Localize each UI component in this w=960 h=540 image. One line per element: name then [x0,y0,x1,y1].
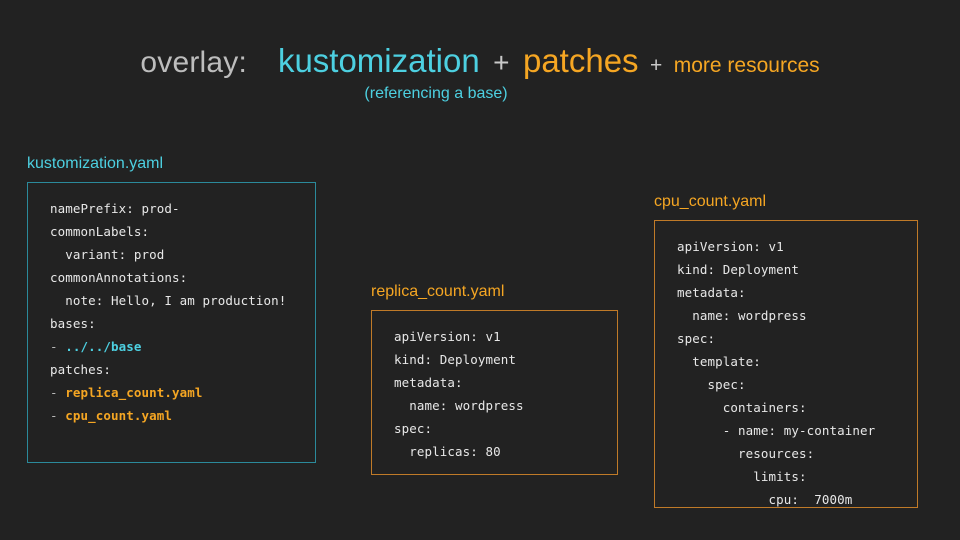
code-line: patches: [50,358,299,381]
code-line: - cpu_count.yaml [50,404,299,427]
code-line: spec: [677,373,901,396]
slide-header: overlay: kustomization + patches + more … [0,44,960,103]
code-token: commonAnnotations: [50,270,188,285]
code-block-kustomization: namePrefix: prod-commonLabels: variant: … [27,182,316,463]
code-token: kind: Deployment [394,352,517,367]
code-token: containers: [677,400,807,415]
code-line: name: wordpress [677,304,901,327]
code-token: - [50,408,66,423]
code-line: - name: my-container [677,419,901,442]
code-token: commonLabels: [50,224,150,239]
panel-kustomization: kustomization.yaml namePrefix: prod-comm… [27,156,316,463]
code-token: limits: [677,469,807,484]
code-token: replicas: 80 [394,444,501,459]
code-line: spec: [394,417,601,440]
code-token: name: wordpress [677,308,807,323]
code-token: - [50,339,66,354]
code-line: limits: [677,465,901,488]
code-line: name: wordpress [394,394,601,417]
panel-cpu-count: cpu_count.yaml apiVersion: v1 kind: Deplo… [654,194,918,508]
header-subtitle: (referencing a base) [364,85,508,102]
code-token: cpu: 7000m [677,492,853,507]
code-line: - ../../base [50,335,299,358]
code-token: variant: prod [50,247,165,262]
code-token: apiVersion: v1 [677,239,784,254]
code-token: spec: [677,331,716,346]
code-line: metadata: [394,371,601,394]
code-line: containers: [677,396,901,419]
code-token: apiVersion: v1 [394,329,501,344]
header-plus-2-icon: + [650,54,663,77]
code-line: apiVersion: v1 [394,325,601,348]
code-line: spec: [677,327,901,350]
header-kustomization-term: kustomization [277,42,480,79]
code-token: - [50,385,66,400]
code-line: cpu: 7000m [677,488,901,511]
code-token: ../../base [65,339,142,354]
panel-kustomization-label: kustomization.yaml [27,155,164,172]
code-token: replica_count.yaml [65,385,203,400]
code-token: resources: [677,446,815,461]
code-token: note: Hello, I am production! [50,293,287,308]
code-line: metadata: [677,281,901,304]
panel-replica-count: replica_count.yaml apiVersion: v1 kind: D… [371,284,618,475]
code-token: cpu_count.yaml [65,408,173,423]
code-token: spec: [677,377,746,392]
code-line: kind: Deployment [677,258,901,281]
code-token: metadata: [394,375,463,390]
code-token: - name: my-container [677,423,876,438]
code-token: kind: Deployment [677,262,800,277]
code-token: patches: [50,362,112,377]
header-overlay-label: overlay: [140,46,248,79]
code-line: apiVersion: v1 [677,235,901,258]
code-line: commonAnnotations: [50,266,299,289]
panel-cpu-count-label: cpu_count.yaml [654,193,767,210]
code-line: bases: [50,312,299,335]
header-more-resources-term: more resources [673,54,820,77]
code-line: template: [677,350,901,373]
code-line: - replica_count.yaml [50,381,299,404]
code-token: namePrefix: prod- [50,201,180,216]
code-token: template: [677,354,761,369]
code-token: metadata: [677,285,746,300]
code-token: bases: [50,316,96,331]
code-line: kind: Deployment [394,348,601,371]
code-line: note: Hello, I am production! [50,289,299,312]
header-patches-term: patches [522,42,639,79]
code-line: replicas: 80 [394,440,601,463]
header-plus-1-icon: + [493,47,510,78]
code-line: resources: [677,442,901,465]
code-token: spec: [394,421,433,436]
panel-replica-count-label: replica_count.yaml [371,283,505,300]
code-line: commonLabels: [50,220,299,243]
code-token: name: wordpress [394,398,524,413]
code-line: variant: prod [50,243,299,266]
header-title-line: overlay: kustomization + patches + more … [0,44,960,78]
code-line: namePrefix: prod- [50,197,299,220]
